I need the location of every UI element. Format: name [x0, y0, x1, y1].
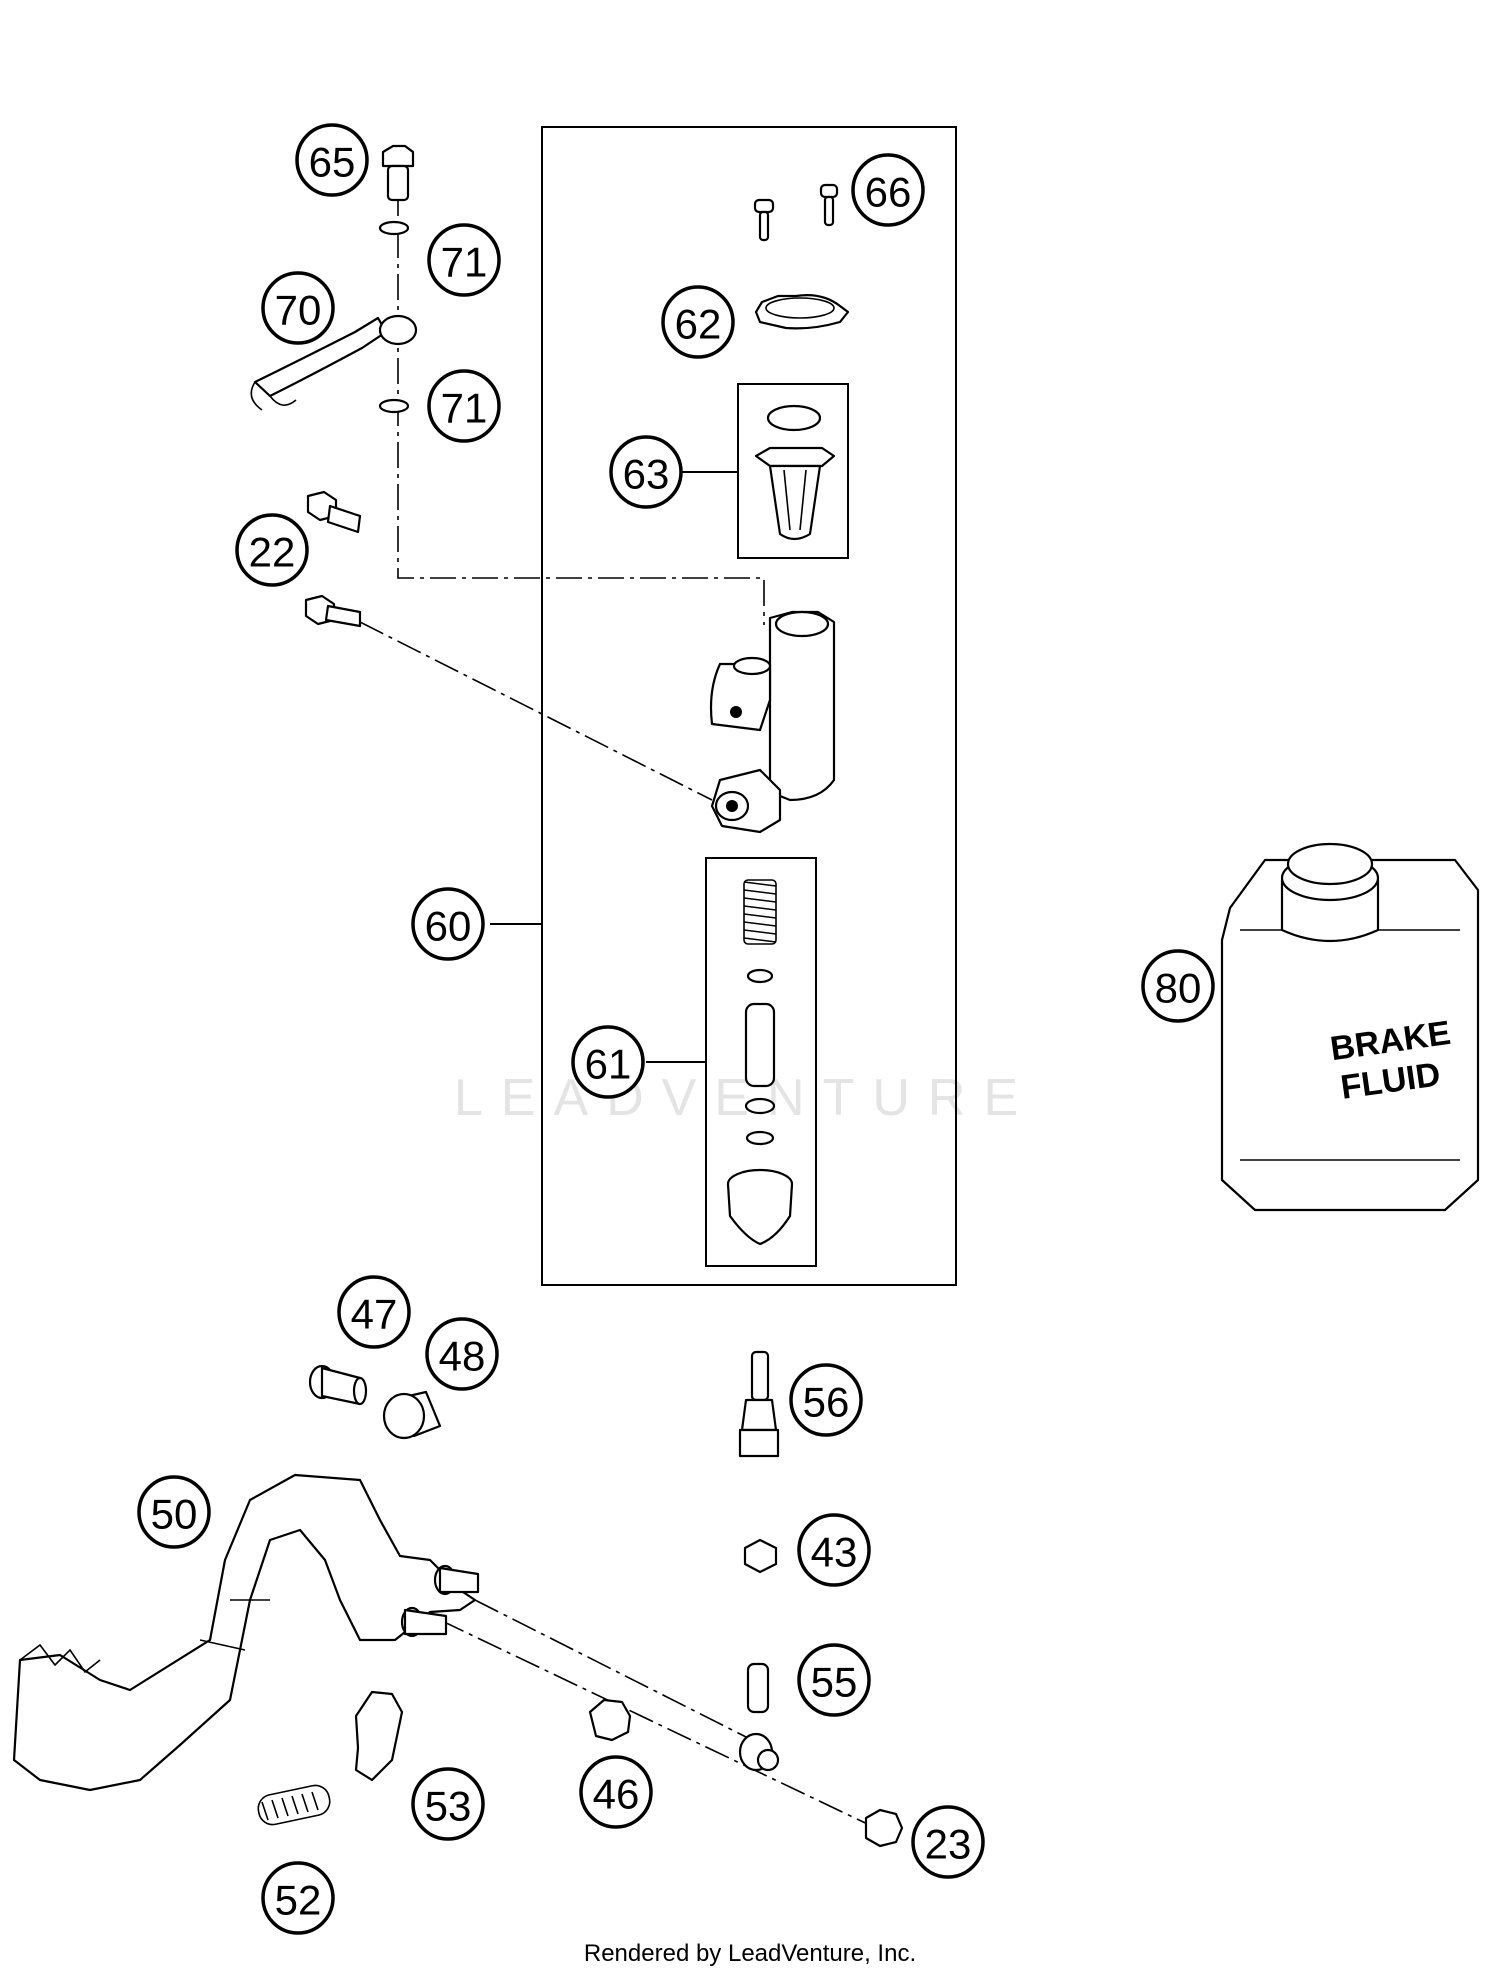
callout-47: 47 [337, 1275, 411, 1349]
footer-credit: Rendered by LeadVenture, Inc. [583, 1940, 917, 1967]
svg-text:48: 48 [439, 1333, 486, 1380]
callout-43: 43 [797, 1513, 871, 1587]
callout-63: 63 [609, 435, 683, 509]
sealing-washer-upper-part [378, 220, 410, 236]
hex-bolt-lower-part [304, 594, 362, 628]
hex-nut-46-part [588, 1698, 632, 1742]
svg-text:53: 53 [425, 1783, 472, 1830]
master-cylinder-group-box [541, 126, 957, 1286]
callout-56: 56 [789, 1363, 863, 1437]
callout-61: 61 [571, 1025, 645, 1099]
callout-62: 62 [661, 285, 735, 359]
svg-text:65: 65 [309, 139, 356, 186]
return-spring-part [257, 1784, 331, 1826]
spacer-bushing-part [382, 1390, 442, 1440]
callout-80: 80 [1141, 949, 1215, 1023]
callout-22: 22 [235, 513, 309, 587]
callout-70: 70 [261, 271, 335, 345]
svg-text:71: 71 [441, 385, 488, 432]
brake-fluid-can-part: BRAKE FLUID [1220, 842, 1480, 1212]
pivot-bolt-part [308, 1364, 368, 1406]
watermark-text: LEADVENTURE [454, 1069, 1036, 1127]
banjo-assembly-line [397, 190, 765, 625]
svg-text:43: 43 [811, 1529, 858, 1576]
svg-text:50: 50 [151, 1491, 198, 1538]
callout-66: 66 [851, 153, 925, 227]
svg-text:61: 61 [585, 1041, 632, 1088]
callout-60: 60 [411, 887, 485, 961]
svg-text:66: 66 [865, 169, 912, 216]
banjo-bolt-part [381, 144, 415, 202]
svg-text:63: 63 [623, 451, 670, 498]
sealing-washer-lower-part [378, 398, 410, 414]
callout-71-upper: 71 [427, 223, 501, 297]
pushrod-clevis-part [738, 1662, 780, 1772]
callout-23: 23 [911, 1805, 985, 1879]
svg-text:56: 56 [803, 1379, 850, 1426]
svg-text:52: 52 [275, 1877, 322, 1924]
svg-text:46: 46 [593, 1771, 640, 1818]
callout-71-lower: 71 [427, 369, 501, 443]
callout-50: 50 [137, 1475, 211, 1549]
callout-52: 52 [261, 1861, 335, 1935]
pushrod-assembly-line-upper [474, 1599, 753, 1741]
hex-bolt-upper-part [306, 490, 362, 534]
svg-text:55: 55 [811, 1659, 858, 1706]
callout-55: 55 [797, 1643, 871, 1717]
svg-text:80: 80 [1155, 965, 1202, 1012]
callout-46: 46 [579, 1755, 653, 1829]
bleeder-valve-part [738, 1350, 780, 1458]
svg-text:71: 71 [441, 239, 488, 286]
svg-text:22: 22 [249, 529, 296, 576]
callout-48: 48 [425, 1317, 499, 1391]
brake-pedal-part [12, 1473, 480, 1792]
spring-plate-part [354, 1690, 404, 1782]
callout-65: 65 [295, 123, 369, 197]
svg-text:70: 70 [275, 287, 322, 334]
callout-53: 53 [411, 1767, 485, 1841]
cover-screws-part [753, 183, 839, 242]
master-cylinder-body-part [709, 610, 836, 834]
svg-text:62: 62 [675, 301, 722, 348]
piston-kit-parts [726, 879, 794, 1246]
hex-nut-43-part [743, 1538, 778, 1574]
bolt-assembly-line [359, 621, 713, 801]
brake-hose-part [250, 314, 418, 411]
svg-text:60: 60 [425, 903, 472, 950]
hex-nut-23-part [864, 1808, 904, 1848]
pushrod-assembly-line-lower [439, 1619, 881, 1831]
svg-text:23: 23 [925, 1821, 972, 1868]
svg-text:47: 47 [351, 1291, 398, 1338]
reservoir-cover-part [754, 294, 850, 330]
fluid-reservoir-part [754, 404, 836, 541]
